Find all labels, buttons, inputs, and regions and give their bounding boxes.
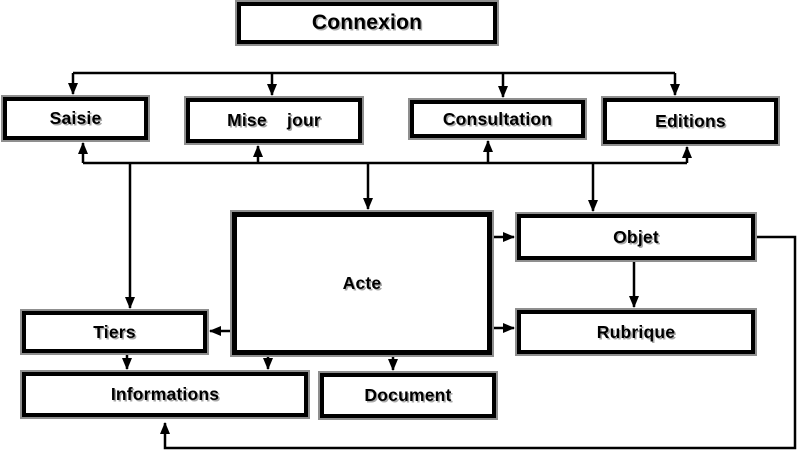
node-informations-label: Informations bbox=[110, 384, 220, 404]
node-tiers-label: Tiers bbox=[93, 321, 136, 342]
node-saisie: Saisie bbox=[1, 95, 150, 142]
node-editions: Editions bbox=[601, 96, 780, 146]
node-connexion: Connexion bbox=[235, 0, 499, 46]
node-objet-label: Objet bbox=[613, 226, 659, 247]
node-consultation-label: Consultation bbox=[442, 108, 553, 129]
node-acte: Acte bbox=[230, 210, 494, 357]
node-rubrique: Rubrique bbox=[515, 308, 757, 356]
node-mise-a-jour: Mise jour bbox=[184, 96, 364, 145]
node-saisie-label: Saisie bbox=[49, 108, 102, 128]
node-rubrique-label: Rubrique bbox=[596, 321, 676, 342]
node-consultation: Consultation bbox=[408, 98, 587, 140]
node-objet: Objet bbox=[515, 212, 757, 262]
node-tiers: Tiers bbox=[20, 309, 209, 355]
node-document-label: Document bbox=[364, 385, 452, 405]
node-acte-label: Acte bbox=[342, 273, 382, 293]
node-informations: Informations bbox=[20, 370, 310, 419]
node-mise-a-jour-label: Mise jour bbox=[227, 110, 321, 130]
edge-objet-feedback-to-informations bbox=[160, 235, 797, 450]
node-connexion-label: Connexion bbox=[311, 11, 423, 34]
node-document: Document bbox=[318, 371, 498, 420]
node-editions-label: Editions bbox=[655, 110, 726, 131]
